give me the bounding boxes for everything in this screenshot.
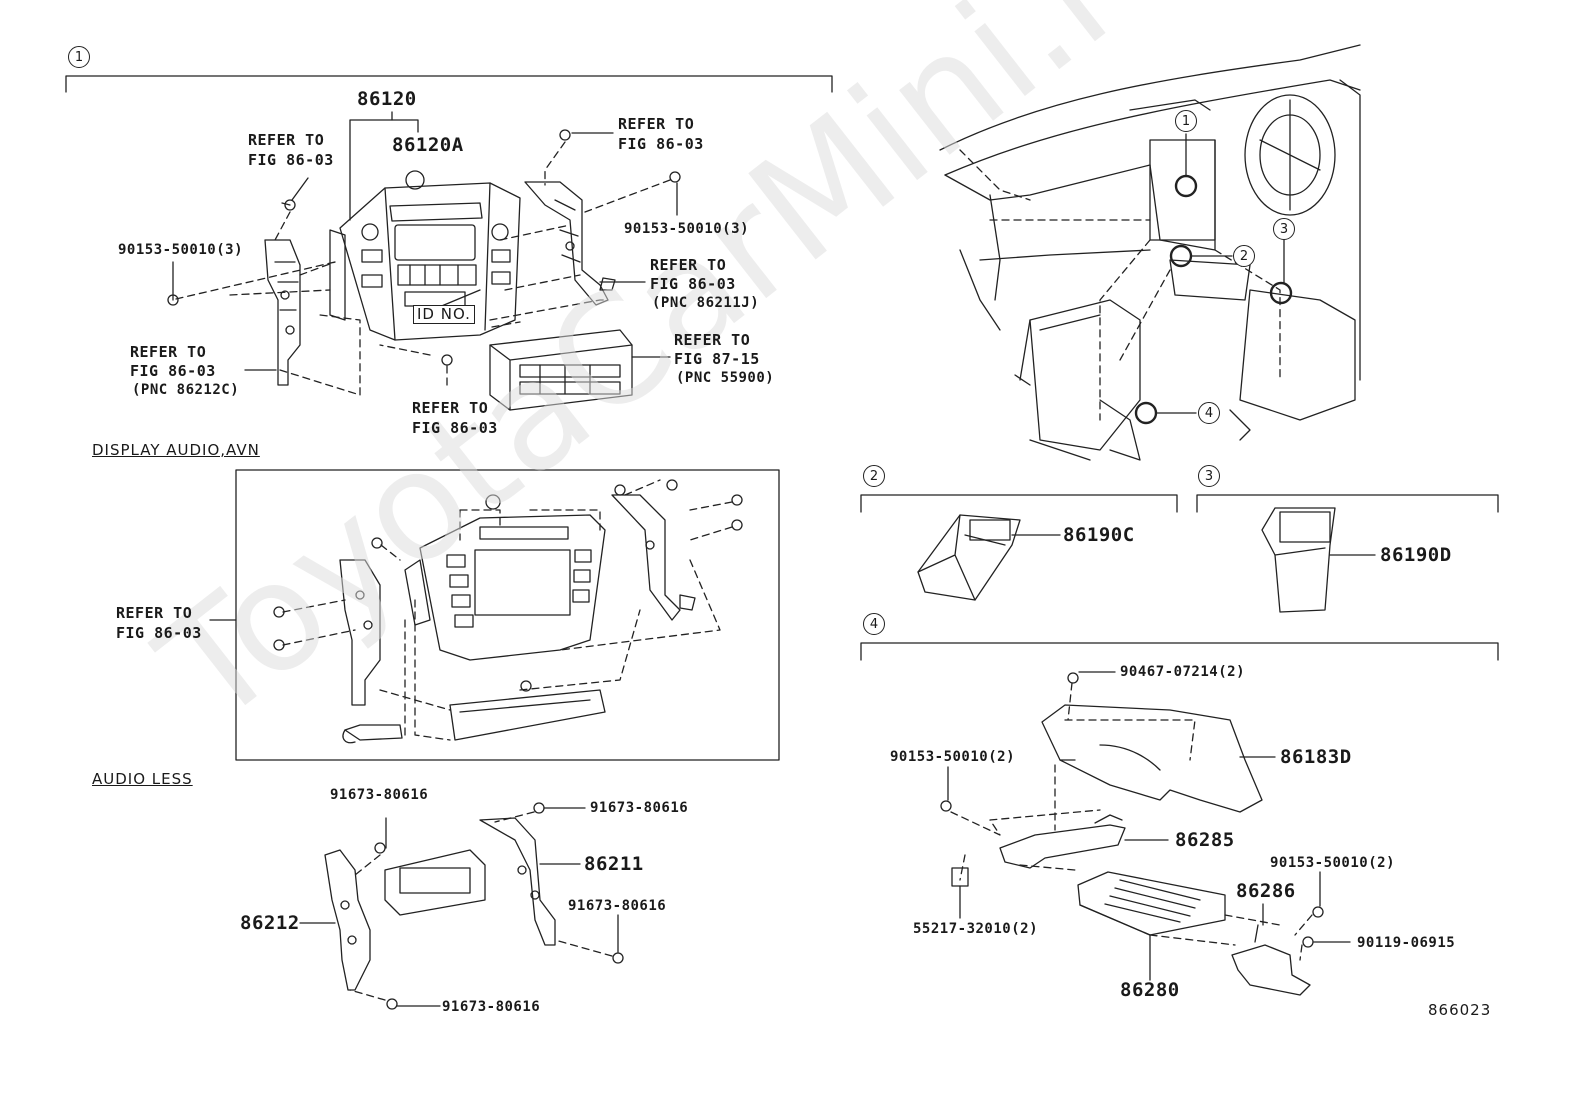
part-86120: 86120 [357, 88, 417, 110]
section-marker-4: 4 [863, 613, 885, 635]
section-marker-3: 3 [1198, 465, 1220, 487]
section-4-bracket [860, 642, 1499, 661]
display-audio-box [235, 469, 780, 761]
subtitle-audio-less: AUDIO LESS [92, 770, 193, 788]
clip-55217: 55217-32010(2) [913, 921, 1039, 937]
section-marker-1: 1 [68, 46, 90, 68]
refer-r2-line3: (PNC 86211J) [652, 295, 760, 311]
switch-86190d-drawing [1261, 507, 1336, 613]
part-86183d: 86183D [1280, 746, 1352, 768]
refer-r2-line2: FIG 86-03 [650, 275, 736, 293]
screw-91673-top-right: 91673-80616 [590, 800, 689, 816]
right-bracket-drawing [524, 129, 681, 306]
left-bracket-drawing [167, 199, 301, 386]
subtitle-display-audio: DISPLAY AUDIO,AVN [92, 441, 260, 459]
display-audio-brackets-drawing [273, 479, 743, 744]
refer-box-line1: REFER TO [116, 604, 193, 622]
display-audio-unit-drawing [404, 494, 606, 741]
refer-l2-line3: (PNC 86212C) [132, 382, 240, 398]
part-86212: 86212 [240, 912, 300, 934]
section-marker-2: 2 [863, 465, 885, 487]
part-86190c: 86190C [1063, 524, 1135, 546]
id-no-label: ID NO. [413, 305, 475, 324]
refer-r2-line1: REFER TO [650, 256, 727, 274]
refer-b-line2: FIG 86-03 [412, 419, 498, 437]
part-86211: 86211 [584, 853, 644, 875]
bolt-90153-right: 90153-50010(3) [624, 221, 750, 237]
refer-r3-line3: (PNC 55900) [676, 370, 775, 386]
figure-number: 866023 [1428, 1001, 1492, 1019]
refer-tl-line2: FIG 86-03 [248, 151, 334, 169]
refer-tl-line1: REFER TO [248, 131, 325, 149]
bracket-86286-drawing [1231, 924, 1311, 996]
refer-l2-line2: FIG 86-03 [130, 362, 216, 380]
part-86190d: 86190D [1380, 544, 1452, 566]
location-marker-4: 4 [1198, 402, 1220, 424]
main-audio-panel-drawing [329, 170, 521, 341]
refer-tr-line2: FIG 86-03 [618, 135, 704, 153]
bolt-90153-sec4-right: 90153-50010(2) [1270, 855, 1396, 871]
refer-b-line1: REFER TO [412, 399, 489, 417]
bracket-86285-drawing [999, 814, 1126, 869]
amplifier-86280-drawing [1077, 871, 1226, 936]
cover-86183d-drawing [1041, 704, 1263, 813]
refer-r3-line1: REFER TO [674, 331, 751, 349]
location-marker-2: 2 [1233, 245, 1255, 267]
refer-r3-line2: FIG 87-15 [674, 350, 760, 368]
bolt-90153-left: 90153-50010(3) [118, 242, 244, 258]
screw-91673-mid-right: 91673-80616 [568, 898, 667, 914]
bolt-90119: 90119-06915 [1357, 935, 1456, 951]
section-3-bracket [1196, 494, 1499, 513]
audio-less-drawing [324, 802, 624, 1010]
part-86120a: 86120A [392, 134, 464, 156]
bolt-90153-sec4-left: 90153-50010(2) [890, 749, 1016, 765]
part-86286: 86286 [1236, 880, 1296, 902]
switch-86190c-drawing [917, 514, 1021, 601]
part-86280: 86280 [1120, 979, 1180, 1001]
screw-91673-bottom: 91673-80616 [442, 999, 541, 1015]
refer-l2-line1: REFER TO [130, 343, 207, 361]
location-marker-3: 3 [1273, 218, 1295, 240]
section-1-bracket [65, 75, 833, 93]
bolt-90467: 90467-07214(2) [1120, 664, 1246, 680]
section-2-bracket [860, 494, 1178, 513]
part-86285: 86285 [1175, 829, 1235, 851]
location-marker-1: 1 [1175, 110, 1197, 132]
screw-91673-top-left: 91673-80616 [330, 787, 429, 803]
refer-tr-line1: REFER TO [618, 115, 695, 133]
climate-panel-drawing [489, 329, 633, 411]
car-interior-drawing [939, 44, 1361, 461]
refer-box-line2: FIG 86-03 [116, 624, 202, 642]
